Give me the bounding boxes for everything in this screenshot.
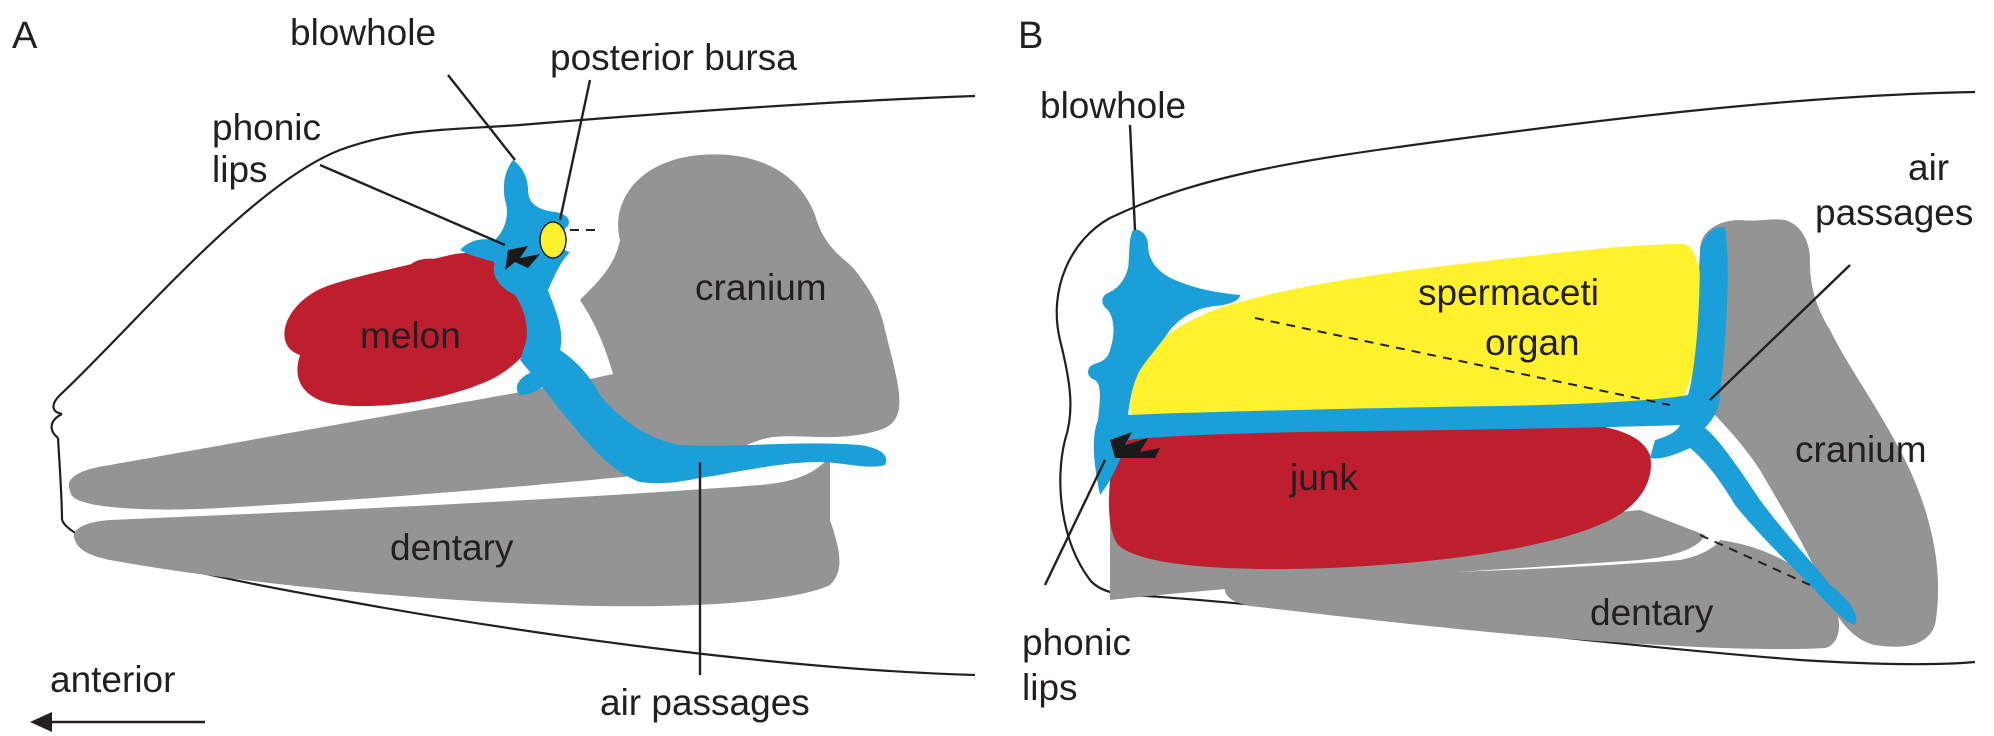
panel-b-label-cranium: cranium (1795, 429, 1927, 470)
panel-b-label-lips: lips (1022, 667, 1078, 708)
panel-a-posterior-bursa (540, 222, 566, 258)
panel-a-blowhole-leader (448, 75, 515, 160)
panel-a-label-lips: lips (212, 149, 268, 190)
panel-a-anterior-arrowhead-icon (30, 712, 52, 732)
panel-a: A blowhole posterior bursa phonic lips (12, 12, 975, 732)
panel-b-letter: B (1018, 15, 1043, 57)
panel-a-jaw-outline (52, 414, 62, 520)
panel-a-label-dentary: dentary (390, 527, 514, 568)
panel-b-label-spermaceti: spermaceti (1418, 272, 1599, 313)
panel-b-label-blowhole: blowhole (1040, 85, 1186, 126)
panel-b-blowhole-leader (1130, 125, 1135, 230)
panel-a-label-anterior: anterior (50, 659, 175, 700)
panel-a-label-posterior-bursa: posterior bursa (550, 37, 797, 78)
panel-b-label-dentary: dentary (1590, 592, 1714, 633)
panel-a-label-air-passages: air passages (600, 682, 810, 723)
panel-a-label-melon: melon (360, 315, 461, 356)
panel-a-bursa-leader (560, 80, 590, 220)
panel-b-label-organ: organ (1485, 322, 1580, 363)
panel-a-lips-leader (320, 165, 505, 245)
panel-a-label-phonic: phonic (212, 107, 321, 148)
panel-b-label-junk: junk (1289, 457, 1358, 498)
panel-b-label-phonic: phonic (1022, 622, 1131, 663)
panel-a-label-blowhole: blowhole (290, 12, 436, 53)
panel-b-label-air: air (1908, 147, 1949, 188)
panel-b-label-passages: passages (1815, 192, 1973, 233)
panel-a-letter: A (12, 15, 38, 57)
panel-a-label-cranium: cranium (695, 267, 827, 308)
panel-b-lips-leader (1045, 460, 1105, 585)
panel-b: B blowhole air passages spermaceti organ… (1018, 15, 1975, 708)
